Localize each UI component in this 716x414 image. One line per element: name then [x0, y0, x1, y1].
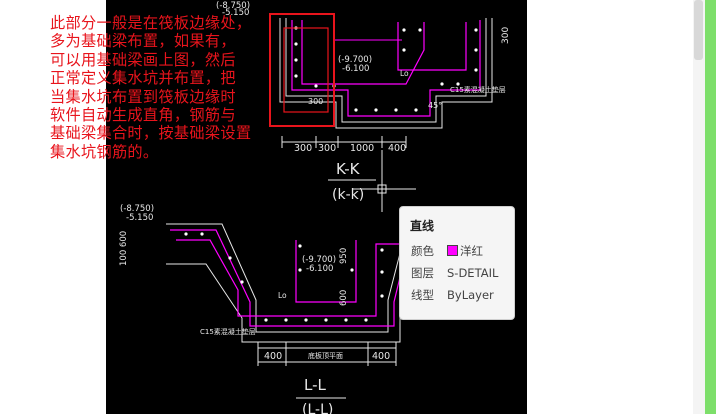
kk-dim-3: 1000	[350, 143, 374, 154]
kk-dim-4: 400	[388, 143, 406, 154]
kk-outline	[285, 18, 487, 123]
ll-dim-bottom-1: 400	[264, 351, 282, 362]
scrollbar-thumb[interactable]	[694, 0, 703, 60]
tooltip-color-key: 颜色	[411, 244, 434, 258]
kk-small-300: 300	[308, 97, 323, 106]
ll-dim-bottom-2: 400	[372, 351, 390, 362]
kk-elev-1: (-9.700)	[338, 55, 372, 65]
ll-lo-label: Lo	[278, 291, 287, 300]
kk-dim-right: 300	[501, 27, 511, 44]
kk-section: 300 300 1000 400 (-8.750) -5.150 (-9.700…	[216, 1, 511, 203]
note-line: 当集水坑布置到筏板边缘时	[50, 87, 236, 106]
note-line: 可以用基础梁画上图，然后	[50, 50, 236, 69]
tooltip-title: 直线	[410, 219, 435, 233]
kk-top-elev-2: -5.150	[222, 8, 249, 18]
kk-c15: C15素混凝土垫层	[450, 85, 506, 94]
highlight-box	[269, 13, 335, 127]
kk-title: K-K	[336, 160, 361, 178]
tooltip-linetype-value: ByLayer	[447, 288, 494, 302]
tooltip-row-layer: 图层 S-DETAIL	[411, 265, 498, 281]
note-line: 此部分一般是在筏板边缘处，	[50, 14, 252, 32]
color-swatch-icon	[447, 245, 458, 256]
kk-small-lo: Lo	[400, 69, 409, 78]
annotation-note: 此部分一般是在筏板边缘处， 多为基础梁布置，如果有， 可以用基础梁画上图，然后 …	[50, 14, 300, 161]
page-margin-right	[527, 0, 693, 414]
kk-subtitle: (k-k)	[332, 187, 364, 203]
ll-dim-left: 100 600	[119, 231, 129, 266]
ll-c15: C15素混凝土垫层	[200, 327, 256, 336]
kk-dim-2: 300	[318, 143, 336, 154]
kk-rebar-dots	[294, 26, 478, 112]
kk-rebar-3	[397, 22, 467, 71]
side-accent-bar	[705, 0, 716, 414]
note-line: 软件自动生成直角，钢筋与	[50, 106, 236, 125]
tooltip-row-color: 颜色 洋红	[411, 243, 483, 259]
ll-rebar-3	[295, 240, 357, 303]
highlight-box-inner	[283, 27, 329, 113]
kk-top-elev-1: (-8.750)	[216, 1, 250, 11]
ll-elev-1: (-8.750)	[120, 204, 154, 214]
note-line: 集水坑钢筋的。	[50, 142, 159, 161]
kk-outline-outer	[279, 18, 493, 129]
kk-dim-1: 300	[294, 143, 312, 154]
ll-bottom-label: 底板顶平面	[308, 351, 343, 360]
tooltip-linetype-key: 线型	[411, 288, 434, 302]
note-line: 正常定义集水坑并布置，把	[50, 69, 236, 88]
ll-rebar-dots	[184, 232, 384, 322]
cad-drawing: 300 300 1000 400 (-8.750) -5.150 (-9.700…	[119, 1, 511, 414]
ll-elev-3: (-9.700)	[302, 255, 336, 265]
ll-subtitle: (L-L)	[302, 402, 333, 414]
tooltip-row-linetype: 线型 ByLayer	[411, 287, 494, 303]
note-line: 多为基础梁布置，如果有，	[50, 32, 236, 51]
page-margin-left	[0, 0, 106, 414]
ll-elev-4: -6.100	[306, 264, 333, 274]
tooltip-layer-key: 图层	[411, 266, 434, 280]
cad-crosshair-cursor	[352, 150, 416, 212]
kk-rebar-2	[301, 20, 425, 85]
tooltip-color-value: 洋红	[460, 244, 483, 258]
kk-angle: 45°	[428, 101, 442, 110]
ll-dim-mid: 950	[339, 248, 349, 264]
kk-rebar-1	[291, 20, 481, 117]
note-line: 基础梁集合时，按基础梁设置	[50, 124, 252, 143]
kk-elev-2: -6.100	[342, 64, 369, 74]
tooltip-layer-value: S-DETAIL	[447, 266, 499, 280]
ll-rebar-2	[176, 239, 406, 317]
entity-properties-tooltip: 直线 颜色 洋红 图层 S-DETAIL 线型 ByLayer	[399, 206, 515, 320]
ll-title: L-L	[304, 376, 327, 394]
ll-dim-mid2: 600	[339, 290, 349, 306]
ll-elev-2: -5.150	[126, 213, 153, 223]
